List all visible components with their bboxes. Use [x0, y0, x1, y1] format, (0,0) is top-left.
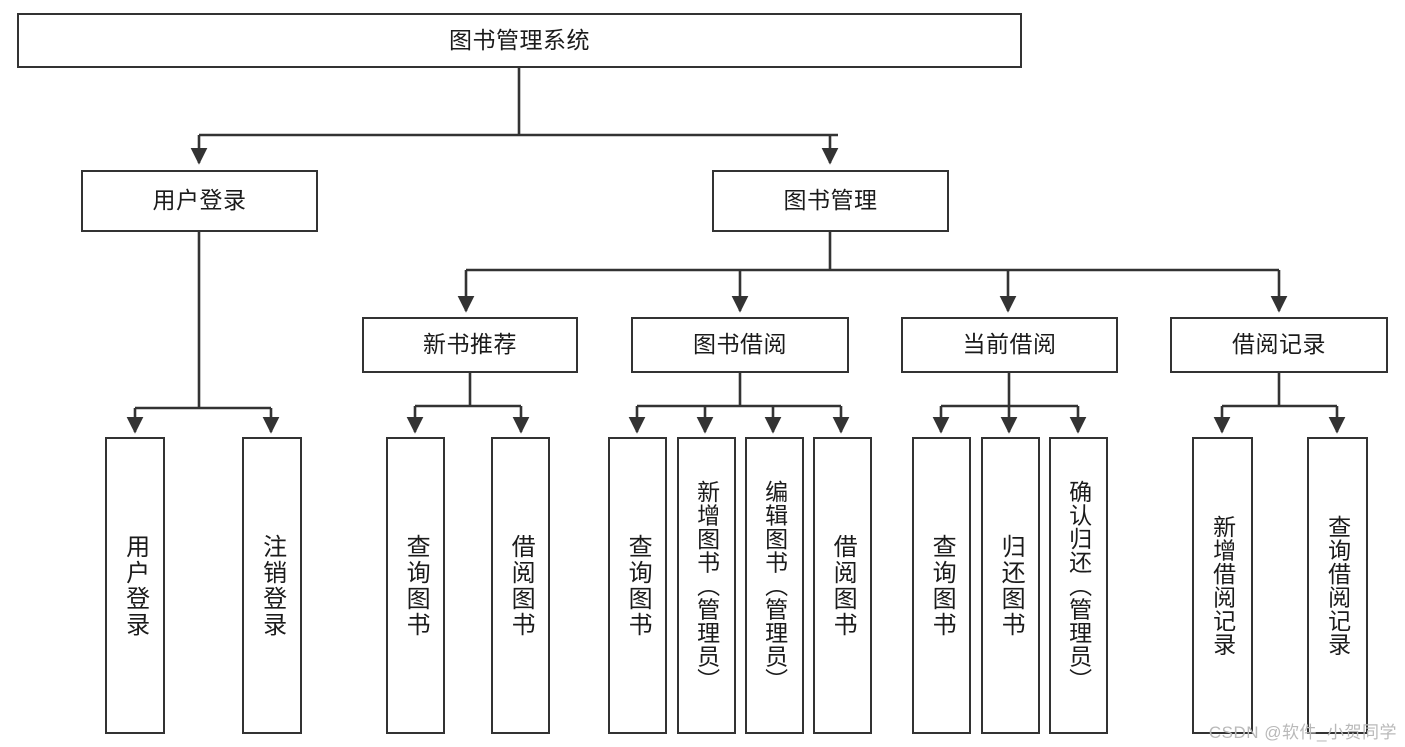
node-label: 新增借阅记录 — [1209, 515, 1236, 656]
leaf-edit-book-admin[interactable]: 编辑图书（管理员） — [745, 437, 804, 734]
leaf-user-login[interactable]: 用户登录 — [105, 437, 165, 734]
node-label: 图书管理系统 — [449, 26, 590, 53]
node-label: 借阅图书 — [507, 533, 535, 638]
leaf-add-borrow-record[interactable]: 新增借阅记录 — [1192, 437, 1253, 734]
leaf-logout[interactable]: 注销登录 — [242, 437, 302, 734]
node-label: 归还图书 — [997, 533, 1025, 638]
node-book-management-system[interactable]: 图书管理系统 — [17, 13, 1022, 68]
node-label: 查询图书 — [624, 533, 652, 638]
node-book-borrow[interactable]: 图书借阅 — [631, 317, 849, 373]
node-user-login[interactable]: 用户登录 — [81, 170, 318, 232]
leaf-return-book[interactable]: 归还图书 — [981, 437, 1040, 734]
node-new-book-recommend[interactable]: 新书推荐 — [362, 317, 578, 373]
node-current-borrow[interactable]: 当前借阅 — [901, 317, 1118, 373]
node-label: 借阅图书 — [829, 533, 857, 638]
node-label: 新书推荐 — [423, 331, 517, 358]
leaf-query-book-recommend[interactable]: 查询图书 — [386, 437, 445, 734]
csdn-watermark: CSDN @软件_小贺同学 — [1208, 723, 1397, 742]
node-label: 注销登录 — [258, 533, 286, 638]
leaf-add-book-admin[interactable]: 新增图书（管理员） — [677, 437, 736, 734]
node-book-management[interactable]: 图书管理 — [712, 170, 949, 232]
leaf-query-book-current[interactable]: 查询图书 — [912, 437, 971, 734]
node-label: 新增图书（管理员） — [693, 479, 720, 692]
node-label: 当前借阅 — [962, 331, 1057, 358]
node-label: 查询图书 — [402, 533, 430, 638]
node-borrow-record[interactable]: 借阅记录 — [1170, 317, 1388, 373]
node-label: 图书借阅 — [693, 331, 787, 358]
node-label: 编辑图书（管理员） — [761, 479, 788, 692]
leaf-confirm-return-admin[interactable]: 确认归还（管理员） — [1049, 437, 1108, 734]
leaf-borrow-book-recommend[interactable]: 借阅图书 — [491, 437, 550, 734]
node-label: 查询图书 — [928, 533, 956, 638]
leaf-query-book-borrow[interactable]: 查询图书 — [608, 437, 667, 734]
node-label: 借阅记录 — [1232, 331, 1326, 358]
node-label: 图书管理 — [783, 187, 878, 214]
node-label: 确认归还（管理员） — [1065, 479, 1092, 692]
node-label: 用户登录 — [152, 187, 247, 214]
node-label: 查询借阅记录 — [1324, 515, 1351, 656]
node-label: 用户登录 — [121, 533, 149, 638]
leaf-borrow-book[interactable]: 借阅图书 — [813, 437, 872, 734]
leaf-query-borrow-record[interactable]: 查询借阅记录 — [1307, 437, 1368, 734]
